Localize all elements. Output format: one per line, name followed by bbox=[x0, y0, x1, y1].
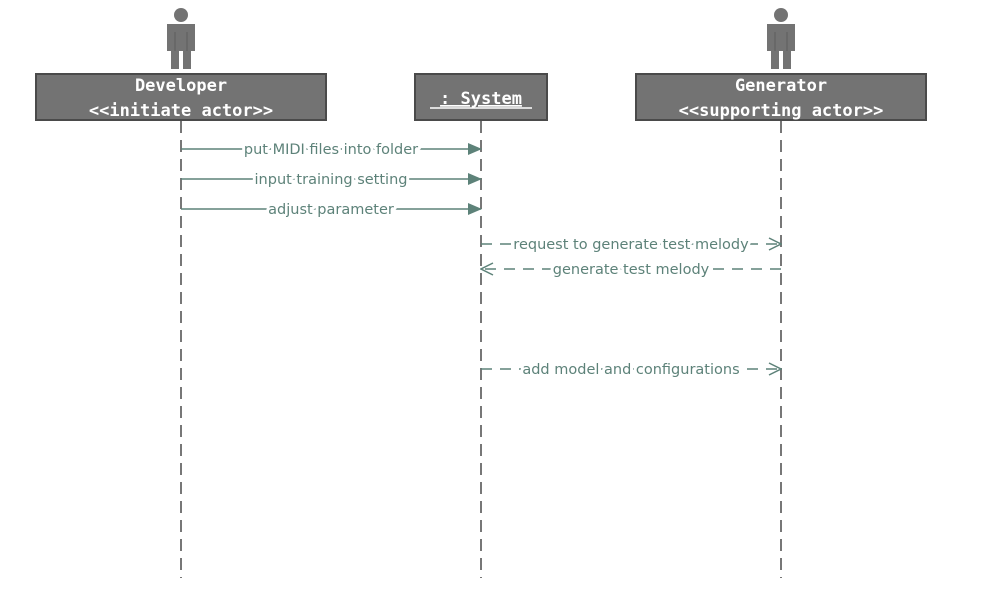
participant-stereotype: <<initiate actor>> bbox=[89, 101, 273, 121]
message-label: adjust parameter bbox=[268, 202, 394, 218]
message-label: put MIDI files into folder bbox=[244, 142, 418, 158]
message-label: request to generate test melody bbox=[513, 237, 749, 253]
message: request to generate test melody bbox=[481, 234, 781, 256]
participant-developer: Developer <<initiate actor>> bbox=[35, 73, 327, 121]
message-label: input training setting bbox=[255, 172, 408, 188]
messages: put MIDI files into folder input training… bbox=[181, 139, 781, 381]
participant-name: Developer bbox=[135, 76, 227, 96]
person-icon-developer bbox=[167, 8, 195, 69]
participant-name: : System bbox=[440, 89, 522, 109]
person-icon-generator bbox=[767, 8, 795, 69]
participant-system: : System bbox=[414, 73, 548, 121]
message: adjust parameter bbox=[181, 199, 482, 221]
message: put MIDI files into folder bbox=[181, 139, 482, 161]
message-label: add model and configurations bbox=[522, 362, 739, 378]
message: add model and configurations bbox=[481, 359, 781, 381]
message-label: generate test melody bbox=[553, 262, 710, 278]
participant-generator: Generator <<supporting actor>> bbox=[635, 73, 927, 121]
participant-name: Generator bbox=[735, 76, 827, 96]
lifelines bbox=[180, 121, 782, 578]
message: input training setting bbox=[181, 169, 482, 191]
message: generate test melody bbox=[481, 259, 781, 281]
participant-stereotype: <<supporting actor>> bbox=[679, 101, 884, 121]
